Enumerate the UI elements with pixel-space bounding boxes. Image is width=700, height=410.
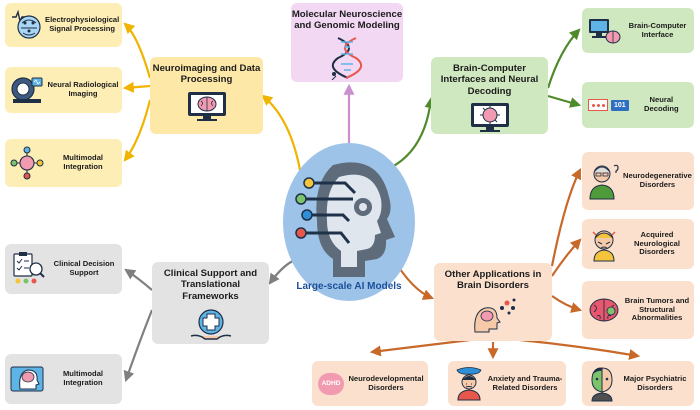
brain-scan-monitor-icon: [185, 90, 229, 122]
edge-center-neuroimaging: [261, 94, 302, 171]
node-bci-interface-label: Brain-Computer Interface: [628, 20, 687, 39]
node-neurodegenerative-label: Neurodegenerative Disorders: [623, 171, 692, 189]
edge-neuroimaging-mri: [122, 81, 151, 93]
node-molecular-label: Molecular Neuroscience and Genomic Model…: [291, 9, 403, 32]
edge-other-tumors: [551, 295, 583, 313]
node-clinical: Clinical Support and Translational Frame…: [152, 262, 269, 344]
node-tumors-label: Brain Tumors and Structural Abnormalitie…: [624, 295, 690, 323]
node-anxiety: Anxiety and Trauma-Related Disorders: [448, 361, 566, 406]
node-molecular: Molecular Neuroscience and Genomic Model…: [291, 3, 403, 82]
brain-tumor-icon: [588, 295, 620, 325]
node-neuroimaging-label: Neuroimaging and Data Processing: [152, 63, 261, 86]
node-tumors: Brain Tumors and Structural Abnormalitie…: [582, 281, 694, 339]
node-multimodal-2: Multimodal Integration: [5, 354, 122, 404]
adhd-text: ADHD: [321, 380, 341, 387]
head-thoughts-icon: [469, 296, 517, 334]
edge-neuroimaging-eeg: [123, 22, 152, 79]
adhd-brain-icon: ADHD: [318, 372, 344, 395]
node-neural-decoding-label: Neural Decoding: [644, 95, 679, 113]
edge-other-acquired: [551, 238, 582, 277]
split-face-icon: [588, 366, 616, 402]
center-label: Large-scale AI Models: [296, 281, 402, 292]
node-multimodal-1-label: Multimodal Integration: [62, 153, 104, 171]
node-mri: Neural Radiological Imaging: [5, 67, 122, 113]
ai-head-icon: [295, 162, 395, 277]
node-eeg-label: Electrophysiological Signal Processing: [45, 15, 120, 33]
node-neuroimaging: Neuroimaging and Data Processing: [150, 57, 263, 134]
node-multimodal-2-label: Multimodal Integration: [62, 369, 104, 387]
node-other-label: Other Applications in Brain Disorders: [444, 269, 542, 292]
edge-center-bci: [389, 96, 436, 169]
anxious-person-icon: [454, 366, 484, 401]
edge-other-neurodevelopmental: [369, 338, 471, 357]
clipboard-team-icon: [10, 251, 46, 287]
headache-icon: [588, 226, 620, 262]
head-brain-icon: [10, 362, 44, 396]
node-eeg: Electrophysiological Signal Processing: [5, 3, 122, 47]
edge-bci-decoding: [547, 94, 582, 108]
node-acquired: Acquired Neurological Disorders: [582, 219, 694, 269]
node-bci-label: Brain-Computer Interfaces and Neural Dec…: [440, 63, 539, 97]
elderly-person-icon: [588, 162, 620, 200]
edge-clinical-decision: [124, 268, 153, 291]
mri-scanner-icon: [10, 74, 44, 106]
node-neurodevelopmental-label: Neurodevelopmental Disorders: [348, 373, 424, 392]
edge-other-neurodegenerative: [550, 168, 581, 267]
brain-monitor-icon: [468, 101, 512, 135]
edge-clinical-multimodal: [123, 309, 154, 383]
node-psychiatric-label: Major Psychiatric Disorders: [623, 373, 687, 392]
eeg-head-icon: [10, 9, 42, 41]
node-neurodevelopmental: ADHD Neurodevelopmental Disorders: [312, 361, 428, 406]
node-bci-interface: Brain-Computer Interface: [582, 8, 694, 53]
node-bci: Brain-Computer Interfaces and Neural Dec…: [431, 57, 548, 134]
binary-code-text: 101: [611, 99, 629, 111]
node-neurodegenerative: Neurodegenerative Disorders: [582, 152, 694, 210]
node-clinical-decision-label: Clinical Decision Support: [53, 259, 115, 277]
edge-bci-interface: [546, 28, 581, 89]
edge-other-psychiatric: [519, 338, 641, 360]
node-psychiatric: Major Psychiatric Disorders: [582, 361, 694, 406]
node-neural-decoding: 101 Neural Decoding: [582, 82, 694, 128]
node-acquired-label: Acquired Neurological Disorders: [634, 229, 680, 257]
center-node: [283, 143, 415, 301]
multimodal-network-icon: [10, 146, 44, 180]
edge-neuroimaging-multimodal: [123, 99, 152, 162]
medical-cross-hands-icon: [189, 306, 233, 344]
node-clinical-decision: Clinical Decision Support: [5, 244, 122, 294]
node-clinical-label: Clinical Support and Translational Frame…: [163, 268, 258, 302]
node-multimodal-1: Multimodal Integration: [5, 139, 122, 187]
node-anxiety-label: Anxiety and Trauma-Related Disorders: [487, 373, 563, 392]
node-other: Other Applications in Brain Disorders: [434, 263, 552, 341]
computer-brain-icon: [587, 16, 621, 46]
dna-helix-icon: [330, 36, 364, 80]
binary-decoding-icon: 101: [588, 99, 629, 111]
node-mri-label: Neural Radiological Imaging: [47, 80, 119, 98]
